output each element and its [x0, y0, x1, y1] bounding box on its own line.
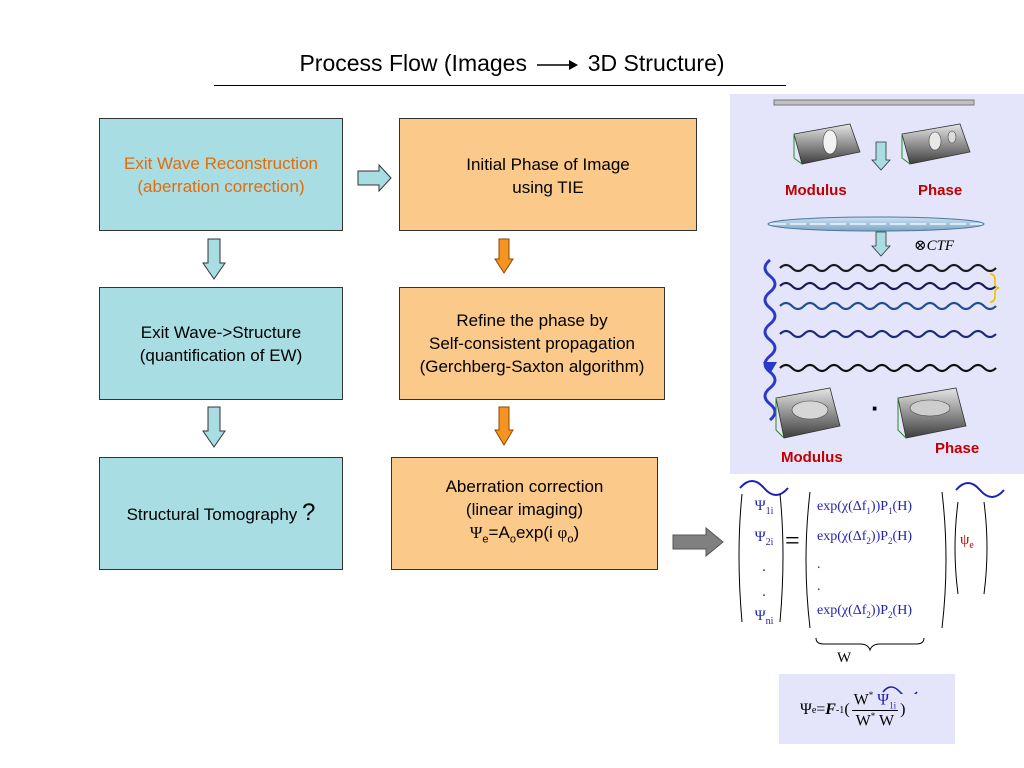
psi-entry: Ψ1i	[754, 498, 774, 517]
w-entry: .	[817, 578, 821, 594]
exit-wave-structure-line2: (quantification of EW)	[139, 345, 303, 365]
small-down-arrow-icon	[871, 231, 891, 257]
down-arrow-icon	[202, 406, 226, 448]
refine-phase-line3: (Gerchberg-Saxton algorithm)	[419, 357, 645, 376]
w-label: W	[837, 650, 852, 666]
phase-surface-bottom	[897, 387, 967, 439]
phase-surface-top	[901, 123, 971, 165]
top-plate	[773, 99, 975, 106]
page-title: Process Flow (Images 3D Structure)	[0, 50, 1024, 77]
matrix-brackets	[738, 480, 1005, 652]
phase-label-top: Phase	[918, 182, 963, 199]
psi-e-entry: ψe	[960, 532, 974, 551]
w-entry: exp(χ(Δf2))P2(H)	[817, 602, 912, 620]
psi-entry: Ψni	[754, 608, 774, 627]
gray-right-arrow-icon	[672, 527, 724, 557]
wave-lines	[779, 263, 997, 373]
exit-wave-reconstruction-line1: Exit Wave Reconstruction	[124, 153, 318, 173]
down-arrow-icon	[494, 238, 514, 274]
right-arrow-icon	[357, 164, 392, 192]
modulus-surface-bottom	[775, 387, 841, 439]
down-arrow-icon	[202, 238, 226, 280]
phase-label-bottom: Phase	[935, 440, 980, 457]
exit-wave-structure-box: Exit Wave->Structure (quantification of …	[99, 287, 343, 400]
small-down-arrow-icon	[871, 141, 891, 171]
structural-tomography-box: Structural Tomography ?	[99, 457, 343, 570]
aberration-correction-box: Aberration correction (linear imaging) Ψ…	[391, 457, 658, 570]
initial-phase-line2: using TIE	[512, 178, 584, 197]
refine-phase-line2: Self-consistent propagation	[428, 334, 636, 353]
multiply-dot: ·	[871, 393, 880, 423]
title-prefix: Process Flow (Images	[299, 50, 527, 76]
modulus-surface-top	[793, 123, 861, 165]
w-entry: exp(χ(Δf2))P2(H)	[817, 528, 912, 546]
title-suffix: 3D Structure)	[587, 50, 725, 76]
modulus-label-top: Modulus	[785, 182, 847, 199]
title-underline	[214, 85, 786, 86]
curly-arrow-icon	[763, 258, 777, 422]
refine-phase-line1: Refine the phase by	[456, 311, 608, 330]
psi-entry: .	[762, 583, 766, 600]
title-arrow-icon	[537, 59, 579, 70]
refine-phase-box: Refine the phase by Self-consistent prop…	[399, 287, 665, 400]
psi-entry: Ψ2i	[754, 528, 774, 548]
w-entry: exp(χ(Δf1))P1(H)	[817, 499, 912, 516]
equals-sign: =	[785, 526, 800, 555]
tilde-wave	[739, 480, 789, 496]
aberration-formula: Ψe=Aoexp(i φo)	[469, 523, 580, 546]
question-mark: ?	[302, 499, 316, 526]
w-brace	[815, 637, 925, 652]
psi-entry: .	[762, 559, 766, 575]
propagation-illustration	[763, 99, 1000, 439]
initial-phase-line1: Initial Phase of Image	[466, 155, 630, 174]
exit-wave-reconstruction-line2: (aberration correction)	[137, 176, 305, 196]
tilde-wave	[955, 482, 1005, 498]
yellow-brace	[989, 273, 1000, 303]
down-arrow-icon	[494, 406, 514, 446]
exit-wave-structure-line1: Exit Wave->Structure	[140, 322, 302, 342]
tilde-wave	[882, 685, 918, 694]
w-entry: .	[817, 556, 821, 572]
modulus-label-bottom: Modulus	[781, 449, 843, 466]
psi-column: Ψ1i Ψ2i . . Ψni	[750, 494, 778, 635]
w-column: exp(χ(Δf1))P1(H) exp(χ(Δf2))P2(H) . . ex…	[817, 494, 912, 627]
aberration-correction-line1: Aberration correction	[445, 477, 604, 497]
final-formula-box	[779, 674, 955, 744]
exit-wave-reconstruction-box: Exit Wave Reconstruction (aberration cor…	[99, 118, 343, 231]
ctf-label: ⊗CTF	[914, 238, 955, 254]
aberration-correction-line2: (linear imaging)	[465, 500, 584, 520]
structural-tomography-text: Structural Tomography	[126, 505, 298, 524]
initial-phase-box: Initial Phase of Image using TIE	[399, 118, 697, 231]
